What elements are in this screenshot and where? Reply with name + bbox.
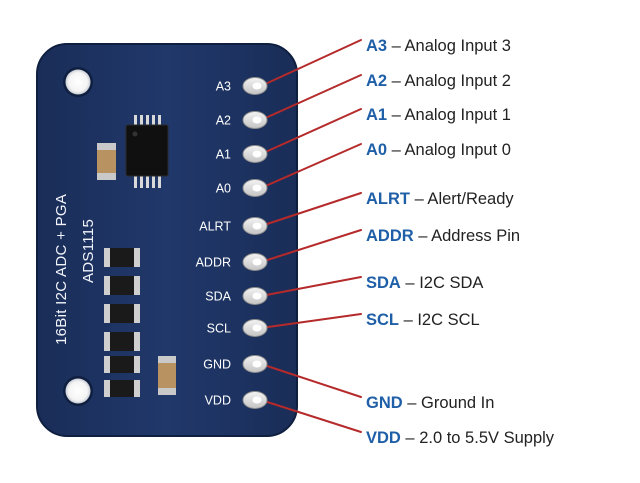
pointer-line-a0 xyxy=(260,143,362,189)
pin-label-addr: ADDR xyxy=(196,256,231,270)
pin-desc-text-alrt: – Alert/Ready xyxy=(410,190,514,208)
pointer-line-gnd xyxy=(260,363,362,398)
pin-description-a1: A1 – Analog Input 1 xyxy=(366,106,511,124)
pin-description-a0: A0 – Analog Input 0 xyxy=(366,141,511,159)
pin-label-sda: SDA xyxy=(205,290,231,304)
pin-hole-addr xyxy=(252,258,262,266)
mounting-hole-bottom xyxy=(63,376,93,406)
pin-desc-text-sda: – I2C SDA xyxy=(401,274,484,292)
pin-desc-text-addr: – Address Pin xyxy=(414,227,520,245)
pin-description-gnd: GND – Ground In xyxy=(366,394,494,412)
pin-label-a0: A0 xyxy=(216,182,231,196)
pin-name-a0: A0 xyxy=(366,141,387,159)
pin-name-scl: SCL xyxy=(366,311,399,329)
pin-name-a1: A1 xyxy=(366,106,387,124)
pin-description-a2: A2 – Analog Input 2 xyxy=(366,72,511,90)
pin-name-a2: A2 xyxy=(366,72,387,90)
pin-description-vdd: VDD – 2.0 to 5.5V Supply xyxy=(366,429,555,447)
pcb-board xyxy=(36,43,298,437)
capacitor-icon xyxy=(97,143,116,180)
pin-hole-scl xyxy=(252,324,262,332)
pin-name-alrt: ALRT xyxy=(366,190,410,208)
pin-description-a3: A3 – Analog Input 3 xyxy=(366,37,511,55)
pin-hole-a0 xyxy=(252,184,262,192)
pin-hole-vdd xyxy=(252,396,262,404)
board-title-line2: ADS1115 xyxy=(80,219,97,283)
pin-name-gnd: GND xyxy=(366,394,403,412)
pin-label-gnd: GND xyxy=(203,358,231,372)
pin-description-alrt: ALRT – Alert/Ready xyxy=(366,190,514,208)
pin-description-addr: ADDR – Address Pin xyxy=(366,227,520,245)
pin-label-alrt: ALRT xyxy=(199,220,231,234)
pin-desc-text-a0: – Analog Input 0 xyxy=(387,141,511,159)
pointer-line-addr xyxy=(260,229,362,263)
small-capacitor-icon xyxy=(158,356,176,395)
pin-label-scl: SCL xyxy=(207,322,231,336)
pin-hole-a2 xyxy=(252,116,262,124)
pin-name-a3: A3 xyxy=(366,37,387,55)
pointer-line-a3 xyxy=(260,39,362,87)
pin-label-a1: A1 xyxy=(216,148,231,162)
pin-name-addr: ADDR xyxy=(366,227,414,245)
pointer-line-scl xyxy=(260,313,362,329)
pin-label-a3: A3 xyxy=(216,80,231,94)
mounting-hole-top xyxy=(63,67,93,97)
board-silkscreen-title: 16Bit I2C ADC + PGA ADS1115 xyxy=(53,194,97,345)
pin-name-vdd: VDD xyxy=(366,429,401,447)
pin-label-a2: A2 xyxy=(216,114,231,128)
pointer-line-a2 xyxy=(260,74,362,121)
pin-hole-gnd xyxy=(252,360,262,368)
pin-description-sda: SDA – I2C SDA xyxy=(366,274,483,292)
board-title-line1: 16Bit I2C ADC + PGA xyxy=(53,194,70,345)
pin-desc-text-vdd: – 2.0 to 5.5V Supply xyxy=(401,429,555,447)
pin-desc-text-a1: – Analog Input 1 xyxy=(387,106,511,124)
resistor-array-icon xyxy=(104,248,140,397)
adc-chip-icon xyxy=(125,115,169,188)
pin-hole-a3 xyxy=(252,82,262,90)
pin-name-sda: SDA xyxy=(366,274,401,292)
pointer-line-sda xyxy=(260,276,362,297)
pin-hole-sda xyxy=(252,292,262,300)
pin-desc-text-scl: – I2C SCL xyxy=(399,311,480,329)
pin-desc-text-a3: – Analog Input 3 xyxy=(387,37,511,55)
pin-desc-text-gnd: – Ground In xyxy=(403,394,495,412)
pin-label-vdd: VDD xyxy=(205,394,231,408)
pointer-line-a1 xyxy=(260,108,362,155)
pointer-line-alrt xyxy=(260,192,362,227)
pin-description-scl: SCL – I2C SCL xyxy=(366,311,480,329)
pin-hole-a1 xyxy=(252,150,262,158)
pin-hole-alrt xyxy=(252,222,262,230)
pointer-line-vdd xyxy=(260,399,362,433)
pin-desc-text-a2: – Analog Input 2 xyxy=(387,72,511,90)
